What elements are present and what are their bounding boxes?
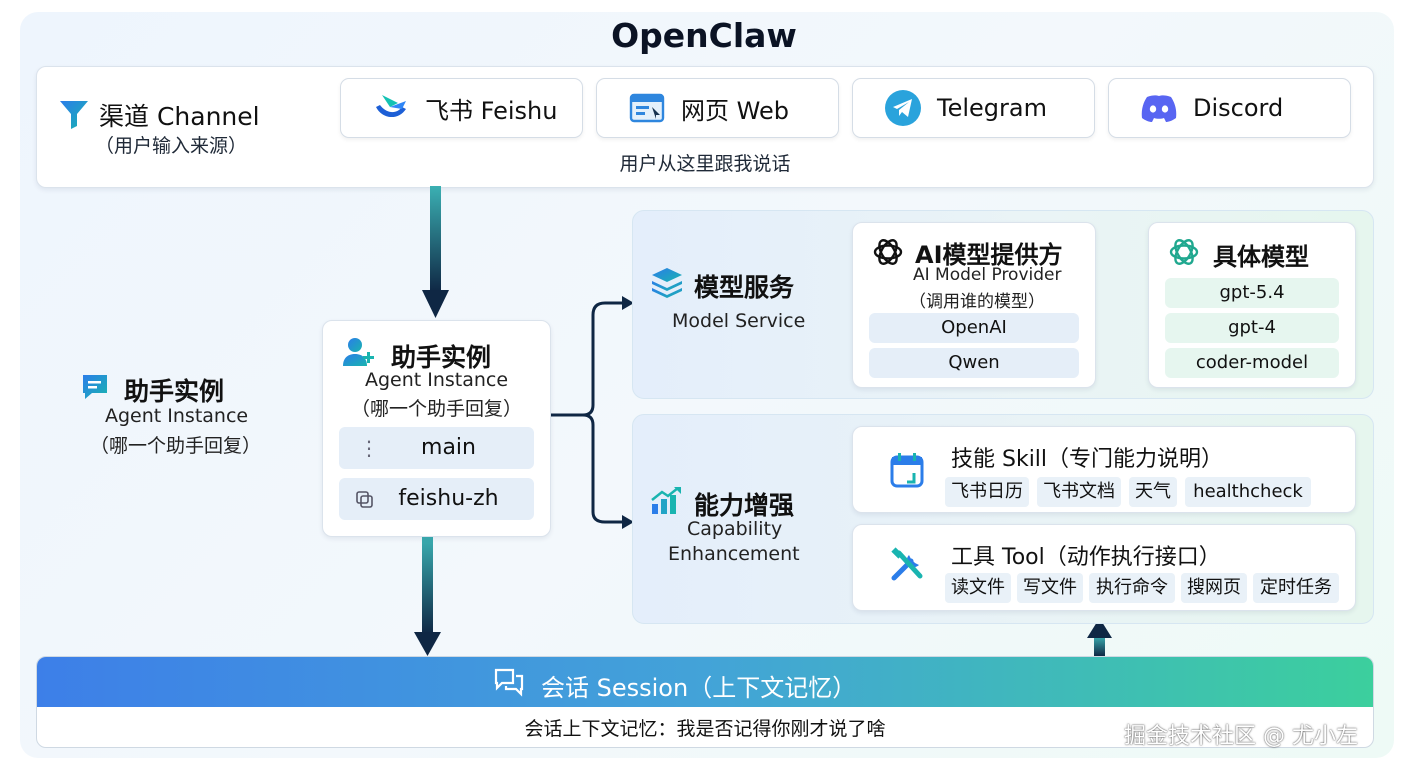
channel-item-web[interactable]: 网页 Web bbox=[596, 78, 839, 138]
agent-item-feishu-zh[interactable]: feishu-zh bbox=[339, 478, 534, 520]
model-item-gpt-4[interactable]: gpt-4 bbox=[1165, 313, 1339, 343]
openai-icon bbox=[1169, 239, 1199, 265]
tool-card: 工具 Tool（动作执行接口） 读文件 写文件 执行命令 搜网页 定时任务 bbox=[852, 524, 1356, 611]
session-panel: 会话 Session（上下文记忆） 会话上下文记忆：我是否记得你刚才说了啥 bbox=[36, 656, 1374, 748]
skill-title: 技能 Skill（专门能力说明） bbox=[951, 447, 1224, 472]
telegram-icon bbox=[883, 88, 923, 128]
channel-item-discord[interactable]: Discord bbox=[1108, 78, 1351, 138]
skill-tag[interactable]: 飞书文档 bbox=[1037, 477, 1121, 507]
session-title: 会话 Session（上下文记忆） bbox=[541, 674, 857, 702]
tool-tag[interactable]: 写文件 bbox=[1017, 573, 1083, 603]
provider-item-qwen[interactable]: Qwen bbox=[869, 348, 1079, 378]
agent-side-note: （哪一个助手回复） bbox=[90, 435, 262, 457]
model-service-title: 模型服务 bbox=[694, 273, 795, 302]
model-item-gpt-5-4[interactable]: gpt-5.4 bbox=[1165, 278, 1339, 308]
chat-bubble-icon bbox=[83, 375, 107, 399]
channel-item-label: 网页 Web bbox=[681, 96, 789, 125]
agent-card-title: 助手实例 bbox=[391, 343, 492, 372]
agent-item-label: main bbox=[421, 435, 476, 460]
openai-icon bbox=[873, 239, 903, 265]
user-add-icon bbox=[343, 338, 374, 366]
skill-card: 技能 Skill（专门能力说明） 飞书日历 飞书文档 天气 healthchec… bbox=[852, 426, 1356, 513]
skill-tags: 飞书日历 飞书文档 天气 healthcheck bbox=[945, 477, 1345, 507]
capability-en-line1: Capability bbox=[687, 518, 783, 540]
capability-en-line2: Enhancement bbox=[668, 543, 800, 565]
provider-item-openai[interactable]: OpenAI bbox=[869, 313, 1079, 343]
channel-subtitle: （用户输入来源） bbox=[95, 135, 248, 157]
web-browser-icon bbox=[627, 88, 667, 128]
agent-instance-card: 助手实例 Agent Instance （哪一个助手回复） ⋮ main fei… bbox=[322, 320, 551, 537]
tool-tags: 读文件 写文件 执行命令 搜网页 定时任务 bbox=[945, 573, 1347, 603]
copy-icon bbox=[356, 491, 373, 508]
tool-tag[interactable]: 搜网页 bbox=[1181, 573, 1247, 603]
skill-tag[interactable]: 天气 bbox=[1129, 477, 1177, 507]
tools-icon bbox=[891, 547, 923, 581]
tool-tag[interactable]: 读文件 bbox=[945, 573, 1011, 603]
session-header: 会话 Session（上下文记忆） bbox=[37, 657, 1373, 707]
funnel-icon bbox=[60, 101, 88, 129]
tool-tag[interactable]: 定时任务 bbox=[1253, 573, 1339, 603]
agent-side-title: 助手实例 bbox=[124, 377, 225, 406]
capability-title: 能力增强 bbox=[694, 491, 795, 520]
tool-title: 工具 Tool（动作执行接口） bbox=[951, 545, 1221, 570]
diagram-title: OpenClaw bbox=[611, 16, 797, 55]
tool-tag[interactable]: 执行命令 bbox=[1089, 573, 1175, 603]
layers-icon bbox=[652, 268, 682, 298]
channel-item-label: Telegram bbox=[937, 94, 1047, 122]
skill-tag[interactable]: 飞书日历 bbox=[945, 477, 1029, 507]
session-caption: 会话上下文记忆：我是否记得你刚才说了啥 bbox=[524, 718, 886, 740]
provider-title: AI模型提供方 bbox=[915, 241, 1063, 269]
channel-item-label: 飞书 Feishu bbox=[425, 96, 558, 125]
model-item-coder-model[interactable]: coder-model bbox=[1165, 348, 1339, 378]
chat-bubbles-icon bbox=[494, 668, 524, 697]
channel-item-label: Discord bbox=[1193, 94, 1284, 122]
feishu-icon bbox=[371, 88, 411, 128]
channel-item-feishu[interactable]: 飞书 Feishu bbox=[340, 78, 583, 138]
discord-icon bbox=[1139, 88, 1179, 128]
agent-side-en: Agent Instance bbox=[105, 405, 249, 427]
channel-title: 渠道 Channel bbox=[99, 102, 260, 131]
agent-item-main[interactable]: ⋮ main bbox=[339, 427, 534, 469]
model-list-title: 具体模型 bbox=[1213, 243, 1309, 271]
agent-item-label: feishu-zh bbox=[398, 486, 499, 511]
agent-card-note: （哪一个助手回复） bbox=[350, 398, 522, 420]
more-vertical-icon: ⋮ bbox=[359, 436, 379, 460]
skill-tag[interactable]: healthcheck bbox=[1185, 477, 1311, 507]
calendar-icon bbox=[890, 453, 924, 488]
growth-chart-icon bbox=[651, 487, 681, 514]
model-service-en: Model Service bbox=[672, 310, 806, 332]
provider-note: （调用谁的模型） bbox=[909, 292, 1045, 312]
watermark: 掘金技术社区 @ 尤小左 bbox=[1124, 724, 1358, 749]
provider-en: AI Model Provider bbox=[913, 265, 1062, 285]
model-provider-card: AI模型提供方 AI Model Provider （调用谁的模型） OpenA… bbox=[852, 222, 1096, 388]
model-list-card: 具体模型 gpt-5.4 gpt-4 coder-model bbox=[1148, 222, 1356, 388]
channel-caption: 用户从这里跟我说话 bbox=[619, 153, 791, 175]
channel-item-telegram[interactable]: Telegram bbox=[852, 78, 1095, 138]
agent-card-en: Agent Instance bbox=[364, 369, 509, 391]
